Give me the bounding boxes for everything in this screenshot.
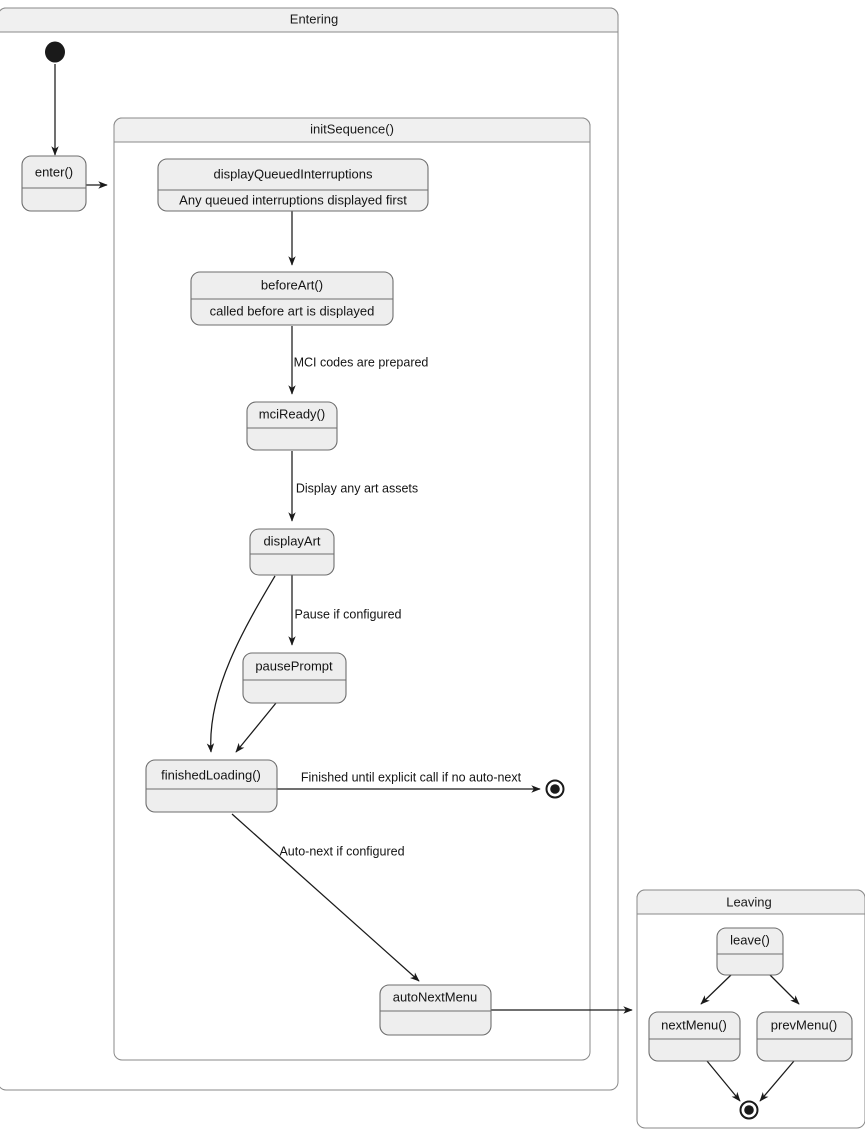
state-display-queued-interruptions[interactable]: displayQueuedInterruptions Any queued in… xyxy=(157,158,429,212)
transition-label-auto-next-if-configured: Auto-next if configured xyxy=(279,844,404,858)
state-mci-ready-box xyxy=(246,401,338,451)
state-display-art[interactable]: displayArt xyxy=(249,528,335,576)
final-state-node-leaving[interactable] xyxy=(739,1100,759,1120)
composite-leaving-title: Leaving xyxy=(726,894,772,909)
state-enter-box xyxy=(21,155,87,212)
transition-pause-prompt-to-finished-loading xyxy=(235,702,277,753)
state-enter-title: enter() xyxy=(35,164,73,179)
state-finished-loading-box xyxy=(145,759,278,813)
composite-leaving-body xyxy=(636,889,865,1129)
composite-init-sequence-title: initSequence() xyxy=(310,121,394,136)
composite-leaving-header xyxy=(636,889,865,915)
state-before-art-desc: called before art is displayed xyxy=(210,303,375,318)
composite-init-sequence[interactable]: initSequence() xyxy=(113,117,591,1061)
state-mci-ready[interactable]: mciReady() xyxy=(246,401,338,451)
state-display-art-title: displayArt xyxy=(263,533,320,548)
state-leave-box xyxy=(716,927,784,976)
state-next-menu[interactable]: nextMenu() xyxy=(648,1011,741,1062)
transition-prev-menu-to-final xyxy=(759,1060,795,1102)
final-state-node-entering[interactable] xyxy=(545,779,565,799)
transition-finished-loading-to-auto-next-menu xyxy=(231,813,420,982)
state-mci-ready-title: mciReady() xyxy=(259,406,325,421)
transition-label-finished-until-explicit-call: Finished until explicit call if no auto-… xyxy=(301,770,522,784)
state-auto-next-menu-box xyxy=(379,984,492,1036)
state-before-art-title: beforeArt() xyxy=(261,277,323,292)
state-pause-prompt[interactable]: pausePrompt xyxy=(242,652,347,704)
initial-state-node[interactable] xyxy=(45,41,65,63)
state-display-queued-interruptions-desc: Any queued interruptions displayed first xyxy=(179,192,407,207)
composite-init-sequence-body xyxy=(113,117,591,1061)
state-auto-next-menu[interactable]: autoNextMenu xyxy=(379,984,492,1036)
transition-leave-to-next-menu xyxy=(700,974,732,1005)
state-pause-prompt-box xyxy=(242,652,347,704)
state-before-art[interactable]: beforeArt() called before art is display… xyxy=(190,271,394,326)
transition-label-mci-codes-prepared: MCI codes are prepared xyxy=(294,355,429,369)
composite-leaving[interactable]: Leaving xyxy=(636,889,865,1129)
state-enter[interactable]: enter() xyxy=(21,155,87,212)
transition-leave-to-prev-menu xyxy=(769,974,800,1005)
state-pause-prompt-title: pausePrompt xyxy=(255,658,333,673)
state-finished-loading[interactable]: finishedLoading() xyxy=(145,759,278,813)
state-finished-loading-title: finishedLoading() xyxy=(161,767,261,782)
state-display-queued-interruptions-title: displayQueuedInterruptions xyxy=(214,166,373,181)
state-display-art-box xyxy=(249,528,335,576)
transition-label-display-art-assets: Display any art assets xyxy=(296,481,418,495)
composite-entering-title: Entering xyxy=(290,11,338,26)
state-display-queued-interruptions-box xyxy=(157,158,429,212)
state-prev-menu-box xyxy=(756,1011,853,1062)
state-prev-menu[interactable]: prevMenu() xyxy=(756,1011,853,1062)
state-leave-title: leave() xyxy=(730,932,770,947)
state-auto-next-menu-title: autoNextMenu xyxy=(393,989,478,1004)
transition-next-menu-to-final xyxy=(706,1060,741,1102)
transition-label-pause-if-configured: Pause if configured xyxy=(294,607,401,621)
state-next-menu-title: nextMenu() xyxy=(661,1017,727,1032)
state-next-menu-box xyxy=(648,1011,741,1062)
state-leave[interactable]: leave() xyxy=(716,927,784,976)
state-prev-menu-title: prevMenu() xyxy=(771,1017,837,1032)
transition-display-art-to-finished-loading xyxy=(206,575,276,753)
